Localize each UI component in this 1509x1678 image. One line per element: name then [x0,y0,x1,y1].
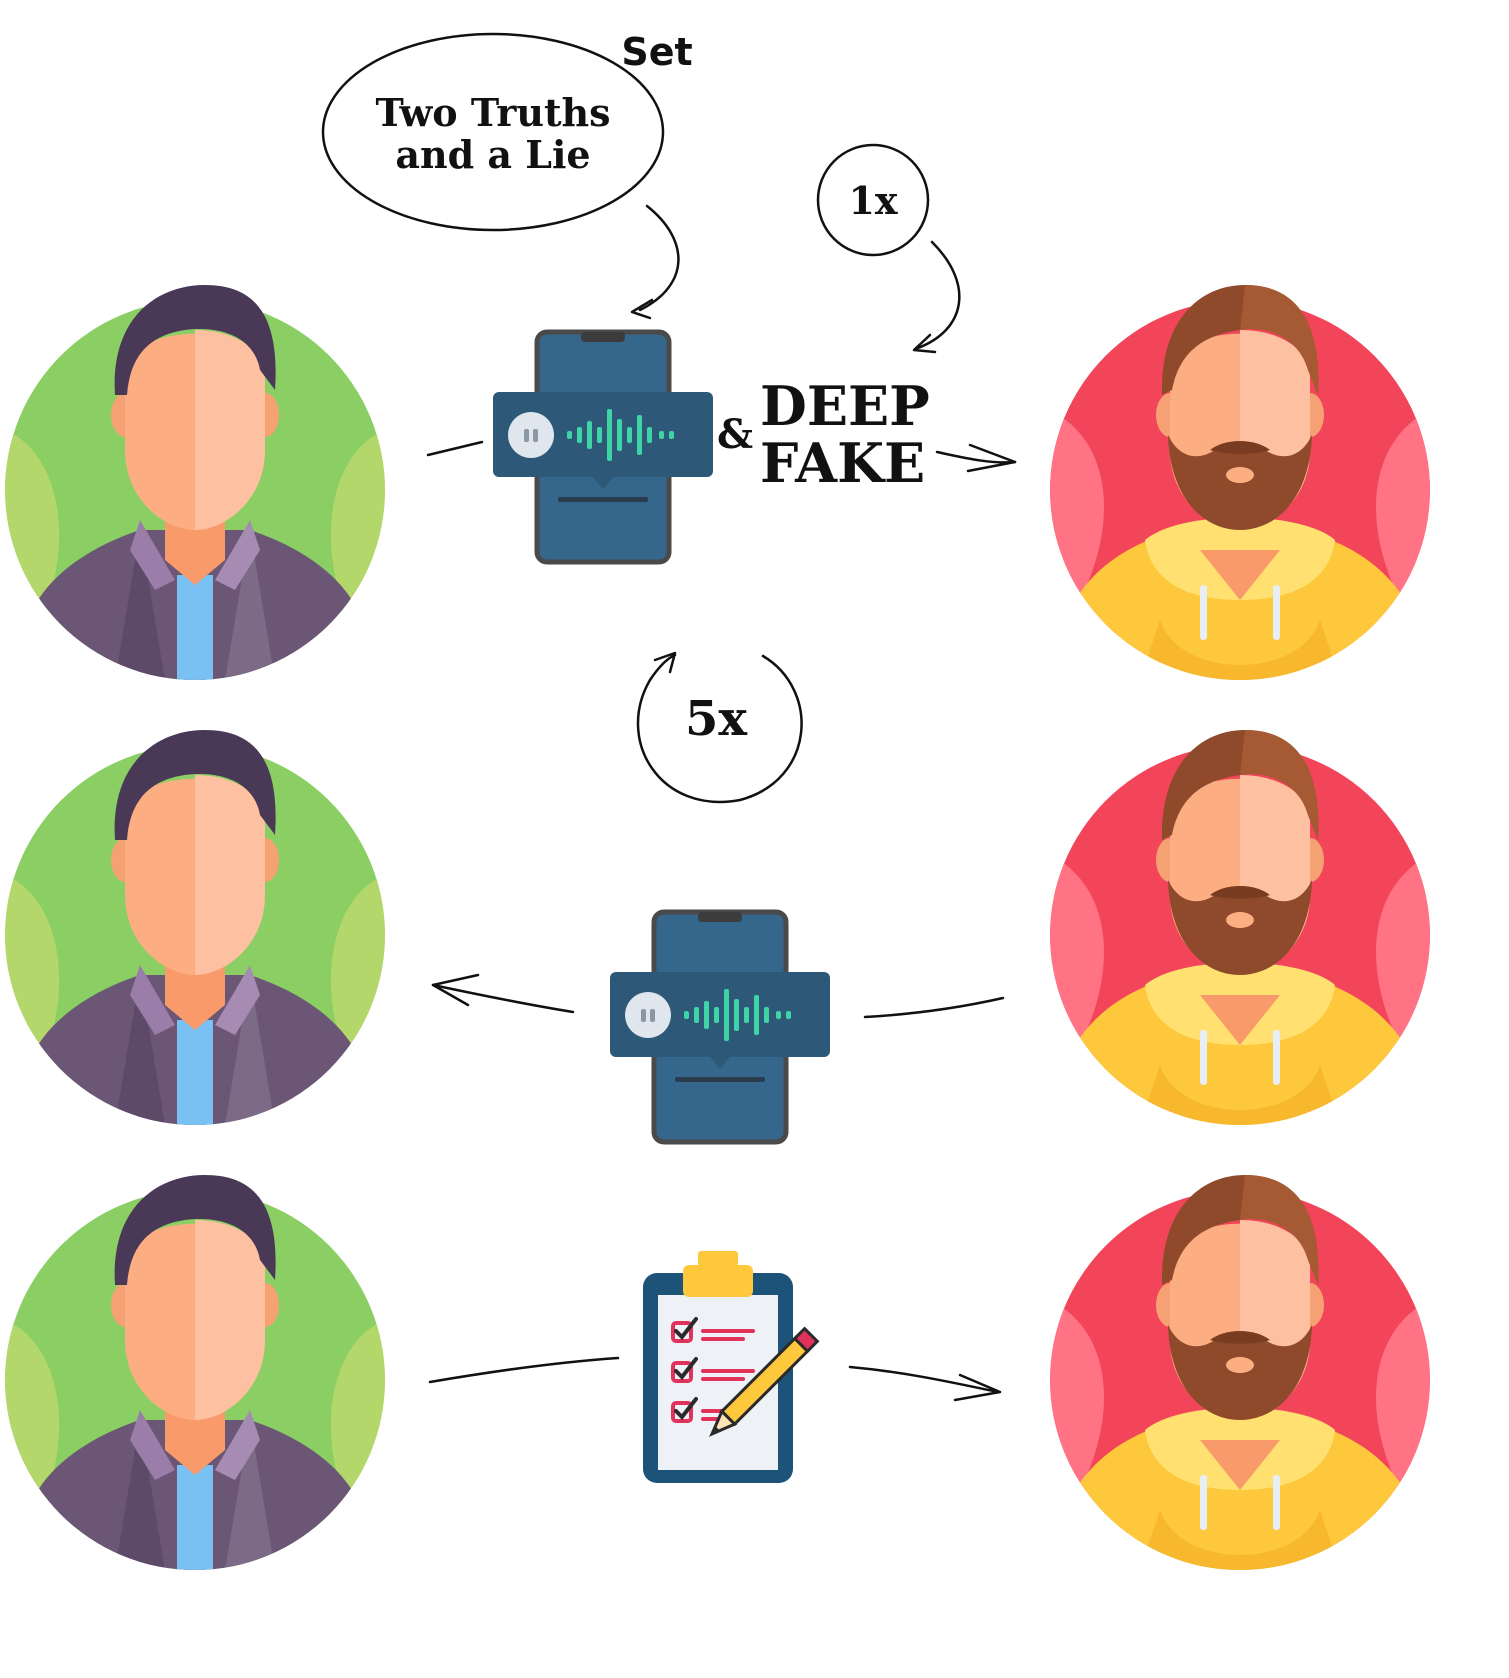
once-to-deepfake-arrow [916,240,961,350]
clipboard-checklist-icon [641,1249,820,1485]
receiver-avatar-bottom [1050,1175,1430,1570]
row2-right-line [863,996,1005,1019]
deep-label: DEEP [760,374,930,438]
voice-message-phone-icon-top [493,332,713,562]
bubble-line-1: Two Truths [375,90,610,135]
voice-message-phone-icon-bottom [610,912,830,1142]
receiver-avatar-top [1050,285,1430,680]
sender-avatar-top [5,285,385,680]
row3-right-line [848,1365,1000,1394]
set-label: Set [621,30,692,74]
once-label: 1x [848,178,897,223]
once-arrowhead [912,333,937,354]
repeat-arrowhead [653,651,677,674]
row3-left-line [428,1356,620,1384]
ampersand-label: & [717,411,753,458]
bubble-to-phone-arrow [638,204,680,312]
bubble-line-2: and a Lie [395,132,590,177]
receiver-avatar-middle [1050,730,1430,1125]
row2-arrowhead [431,973,480,1007]
once-circle [816,143,930,257]
row1-arrowhead [966,443,1017,473]
repeat-label: 5x [685,691,747,747]
bubble-arrowhead [630,298,654,320]
sender-avatar-bottom [5,1175,385,1570]
fake-label: FAKE [760,431,925,495]
speech-bubble [321,32,665,232]
row1-left-line [426,440,484,457]
sender-avatar-middle [5,730,385,1125]
row2-left-line [431,983,575,1014]
repeat-cycle-arrow [636,653,803,804]
row3-arrowhead [953,1373,1002,1402]
